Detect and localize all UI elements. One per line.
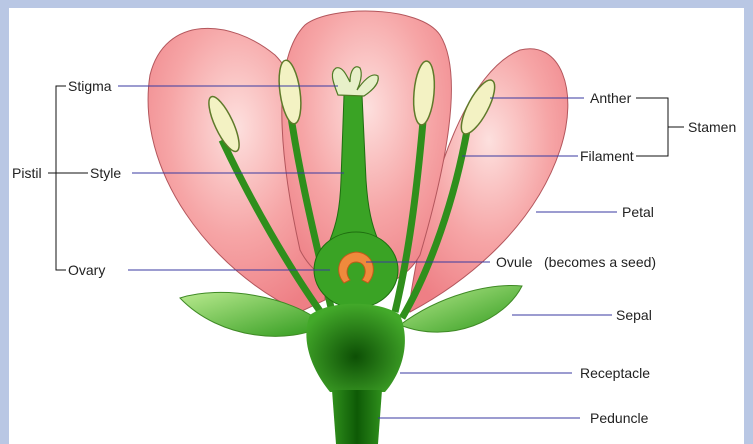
label-style: Style bbox=[90, 165, 121, 181]
label-peduncle: Peduncle bbox=[590, 410, 648, 426]
label-sepal: Sepal bbox=[616, 307, 652, 323]
label-ovule-note: (becomes a seed) bbox=[544, 254, 656, 270]
label-anther: Anther bbox=[590, 90, 631, 106]
receptacle bbox=[306, 304, 405, 392]
label-receptacle: Receptacle bbox=[580, 365, 650, 381]
label-petal: Petal bbox=[622, 204, 654, 220]
label-filament: Filament bbox=[580, 148, 634, 164]
label-ovule: Ovule bbox=[496, 254, 533, 270]
peduncle bbox=[332, 390, 382, 444]
label-pistil: Pistil bbox=[12, 165, 42, 181]
label-ovary: Ovary bbox=[68, 262, 105, 278]
label-stigma: Stigma bbox=[68, 78, 112, 94]
label-stamen: Stamen bbox=[688, 119, 736, 135]
